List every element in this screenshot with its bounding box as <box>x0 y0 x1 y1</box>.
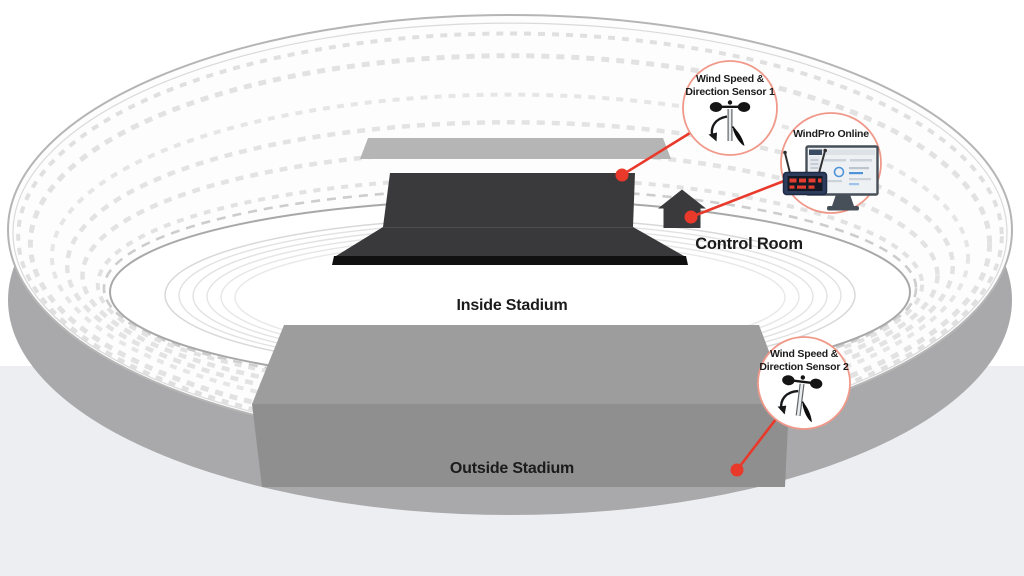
sensor1-label-line1: Wind Speed & <box>696 73 765 85</box>
back-stand <box>360 138 671 159</box>
callout-sensor1: Wind Speed & Direction Sensor 1 <box>682 60 778 156</box>
data-logger-icon <box>782 148 828 196</box>
outside-stadium-block <box>252 325 789 487</box>
outside-stadium-label: Outside Stadium <box>450 460 574 477</box>
windpro-label: WindPro Online <box>793 128 869 140</box>
stage <box>332 173 688 265</box>
inside-stadium-label: Inside Stadium <box>457 297 568 314</box>
sensor2-label-line2: Direction Sensor 2 <box>759 361 849 373</box>
connector-lines <box>621 131 785 471</box>
marker-dot-stage <box>615 168 629 182</box>
marker-dot-outside <box>730 463 744 477</box>
sensor2-label-line1: Wind Speed & <box>770 348 839 360</box>
control-room-label: Control Room <box>695 235 803 253</box>
marker-dots <box>615 168 744 477</box>
callout-sensor2: Wind Speed & Direction Sensor 2 <box>757 336 851 430</box>
sensor1-label-line2: Direction Sensor 1 <box>685 86 775 98</box>
callout-windpro: WindPro Online <box>780 112 882 214</box>
marker-dot-control-room <box>684 210 698 224</box>
